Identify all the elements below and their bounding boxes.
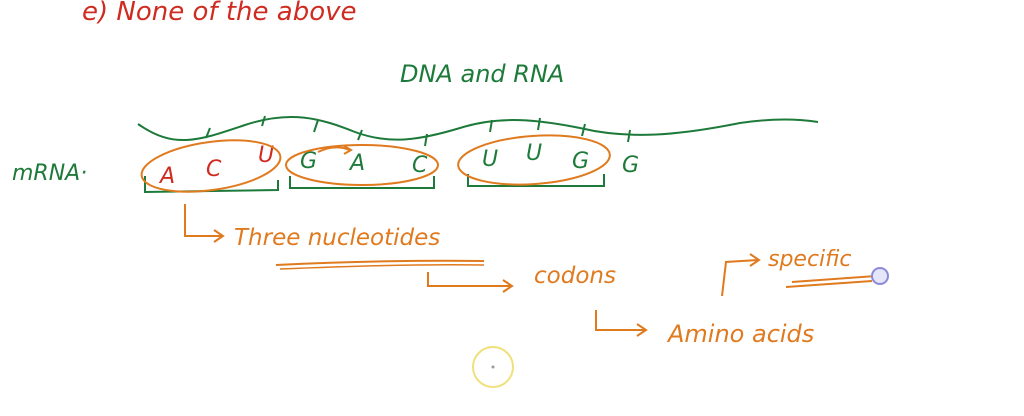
- specific-text: specific: [768, 247, 851, 272]
- codon-circle-2: [285, 144, 439, 186]
- strand-tick: [261, 115, 266, 127]
- amino-acids-text: Amino acids: [666, 320, 814, 348]
- underline-specific-2: [785, 280, 873, 288]
- underline-three-nucleotides: [275, 259, 485, 266]
- strand-tick: [357, 129, 363, 141]
- codon-circles: [140, 134, 611, 193]
- option-e-text: e) None of the above: [82, 0, 357, 27]
- underline-three-nucleotides-2: [279, 263, 485, 270]
- pointer-icon: [871, 267, 889, 285]
- arrow-line: [721, 259, 759, 297]
- three-nucleotides-text: Three nucleotides: [234, 225, 440, 251]
- base-a: A: [348, 151, 365, 176]
- heading-dna-and-rna: DNA and RNA: [400, 60, 564, 88]
- strand-tick: [627, 129, 631, 143]
- strand-tick: [205, 127, 211, 139]
- cursor-highlight-icon: [472, 346, 514, 388]
- base-u: U: [258, 143, 274, 168]
- codon-bracket-2: [289, 176, 435, 189]
- arrowhead: [502, 279, 514, 293]
- base-g: G: [622, 153, 639, 178]
- arrow-codons: [427, 272, 514, 293]
- arrow-three-nucleotides: [184, 204, 225, 243]
- strand-tick: [537, 117, 541, 131]
- codon-circle-3: [457, 134, 611, 186]
- codon-bracket-3: [467, 174, 605, 187]
- base-c: C: [206, 157, 222, 182]
- base-a: A: [158, 164, 175, 189]
- strand-tick: [489, 119, 493, 133]
- arrow-line: [184, 204, 222, 237]
- strand-tick: [581, 123, 586, 137]
- strand-ticks: [205, 115, 631, 147]
- arrow-line: [595, 310, 646, 331]
- base-c: C: [412, 153, 428, 178]
- strand-tick: [424, 133, 428, 147]
- base-u: U: [526, 141, 542, 166]
- base-g: G: [572, 149, 589, 174]
- arrow-line: [427, 272, 512, 287]
- small-arrowhead: [343, 145, 354, 155]
- underline-specific: [791, 275, 877, 283]
- base-g: G: [300, 149, 317, 174]
- arrowhead: [749, 253, 761, 267]
- codons-text: codons: [534, 263, 616, 289]
- arrowhead: [636, 323, 648, 337]
- mrna-strand-line: [137, 115, 819, 142]
- base-u: U: [482, 147, 498, 172]
- arrow-specific: [721, 253, 761, 297]
- codon-circle-1: [140, 139, 282, 193]
- cursor-dot-icon: [491, 365, 495, 369]
- mrna-label: mRNA·: [12, 161, 87, 186]
- arrow-amino-acids: [595, 310, 648, 337]
- arrowhead: [213, 229, 225, 243]
- strand-tick: [313, 119, 319, 133]
